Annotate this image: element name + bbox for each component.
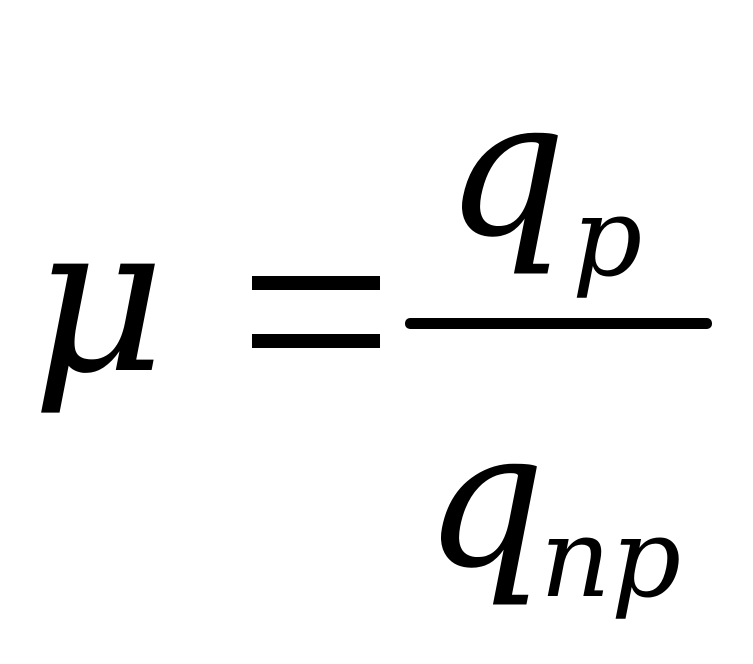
equals-sign xyxy=(252,276,380,348)
numerator-subscript: p xyxy=(572,173,643,301)
formula-lhs-mu: μ xyxy=(32,181,166,419)
equals-bar-bottom xyxy=(252,334,380,348)
equals-bar-top xyxy=(252,276,380,290)
numerator-base: q xyxy=(445,58,567,279)
denominator-subscript: np xyxy=(540,494,682,622)
fraction-bar xyxy=(405,318,712,329)
denominator-base: q xyxy=(424,389,546,610)
